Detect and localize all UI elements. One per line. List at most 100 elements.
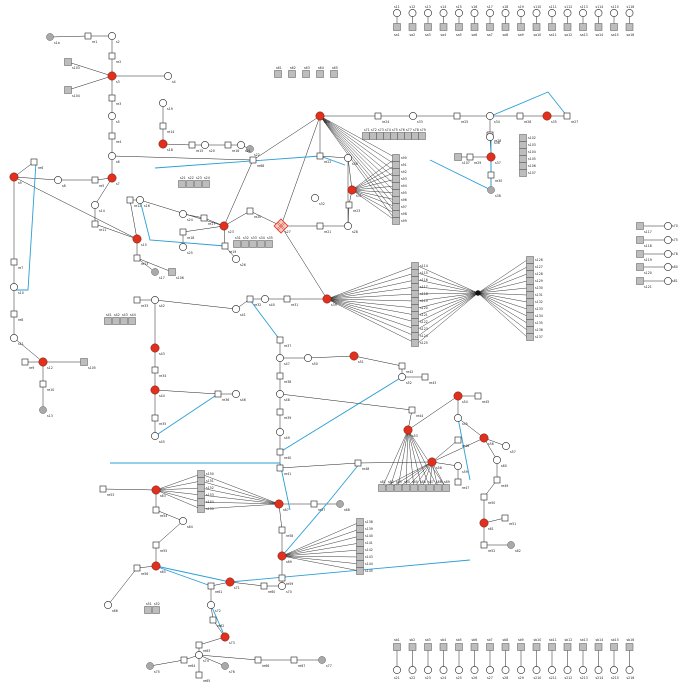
- species-node: [486, 112, 494, 120]
- gray-box-node: [178, 180, 186, 188]
- node-label: s78: [413, 128, 419, 132]
- fan-edge: [200, 487, 280, 505]
- gray-box-node: [152, 606, 160, 614]
- fan-edge: [281, 555, 361, 565]
- node-label: re11: [99, 228, 106, 232]
- fan-edge: [326, 298, 416, 330]
- fan-edge: [281, 535, 361, 557]
- node-label: s42: [114, 313, 120, 317]
- reaction-node: [207, 582, 215, 590]
- highlight-edge: [154, 393, 219, 437]
- gray-box-node: [526, 256, 534, 264]
- gray-box-node: [356, 553, 364, 561]
- fan-edge: [326, 298, 416, 302]
- gray-box-node: [636, 250, 644, 258]
- edge: [431, 439, 459, 463]
- gray-box-node: [636, 277, 644, 285]
- gray-box-node: [625, 643, 634, 651]
- node-label: s210: [534, 676, 542, 680]
- fan-edge: [477, 292, 528, 296]
- gray-box-node: [636, 236, 644, 244]
- node-label: s28: [352, 230, 358, 234]
- node-label: re19: [229, 250, 236, 254]
- node-label: s111: [549, 5, 557, 9]
- reaction-node: [374, 112, 382, 120]
- gray-box-node: [519, 141, 527, 149]
- gray-box-node: [393, 643, 401, 651]
- gray-box-node: [526, 333, 534, 341]
- red-species-node: [158, 139, 168, 149]
- fan-edge: [477, 292, 528, 310]
- fan-edge: [319, 115, 397, 180]
- node-label: s87: [428, 480, 434, 484]
- gray-box-node: [548, 23, 556, 31]
- node-label: s12: [47, 366, 53, 370]
- red-species-node: [486, 152, 496, 162]
- node-label: s119: [420, 299, 428, 303]
- node-label: re34: [159, 374, 166, 378]
- node-label: re28: [494, 139, 501, 143]
- node-label: re36: [222, 398, 229, 402]
- node-label: s135: [535, 321, 543, 325]
- reaction-node: [246, 207, 254, 215]
- gray-box-node: [411, 132, 419, 140]
- edge: [67, 75, 113, 91]
- red-species-node: [322, 294, 332, 304]
- node-label: s124: [420, 334, 428, 338]
- hub-node: [475, 290, 481, 296]
- gray-species-node: [487, 186, 495, 194]
- gray-box-node: [501, 23, 510, 31]
- node-label: s46: [240, 398, 246, 402]
- reaction-node: [126, 196, 134, 204]
- node-label: re10: [47, 388, 54, 392]
- edge: [198, 654, 226, 667]
- node-label: s106: [176, 276, 184, 280]
- red-species-node: [403, 425, 413, 435]
- node-label: s31: [356, 194, 362, 198]
- node-label: re17: [208, 222, 215, 226]
- fan-edge: [413, 461, 433, 489]
- node-label: s88: [436, 480, 442, 484]
- hatch-lines: [276, 221, 286, 231]
- node-label: re26: [524, 120, 531, 124]
- node-label: s10: [18, 291, 24, 295]
- gray-species-node: [146, 662, 154, 670]
- fan-edge: [319, 115, 397, 222]
- fan-edge: [397, 461, 433, 489]
- fan-edge: [326, 272, 416, 300]
- species-node: [304, 354, 312, 362]
- node-label: s80: [672, 265, 678, 269]
- gray-species-node: [246, 145, 254, 153]
- gray-box-node: [288, 70, 296, 78]
- node-label: s65: [332, 66, 338, 70]
- node-label: s40: [269, 303, 275, 307]
- node-label: s43: [159, 352, 165, 356]
- species-node: [664, 250, 672, 258]
- gray-box-node: [197, 491, 205, 499]
- gray-box-node: [241, 240, 249, 248]
- gray-box-node: [112, 317, 120, 325]
- node-label: s49: [284, 436, 290, 440]
- node-label: sb5: [456, 638, 462, 642]
- node-label: s89: [444, 480, 450, 484]
- red-species-node: [315, 111, 325, 121]
- gray-box-node: [411, 269, 419, 277]
- species-node: [151, 296, 159, 304]
- gray-species-node: [221, 662, 229, 670]
- highlight-edge: [210, 604, 226, 638]
- node-label: re45: [482, 400, 489, 404]
- species-node: [486, 133, 494, 141]
- species-node: [493, 456, 501, 464]
- gray-box-node: [439, 23, 448, 31]
- node-label: s127: [535, 265, 543, 269]
- node-label: s104: [72, 94, 80, 98]
- fan-edge: [200, 494, 280, 505]
- gray-box-node: [257, 240, 265, 248]
- fan-edge: [417, 292, 479, 316]
- node-label: s122: [420, 320, 428, 324]
- red-species-node: [219, 221, 229, 231]
- edge: [307, 355, 355, 359]
- gray-box-node: [517, 643, 525, 651]
- gray-species-node: [151, 268, 159, 276]
- fan-edge: [351, 189, 397, 222]
